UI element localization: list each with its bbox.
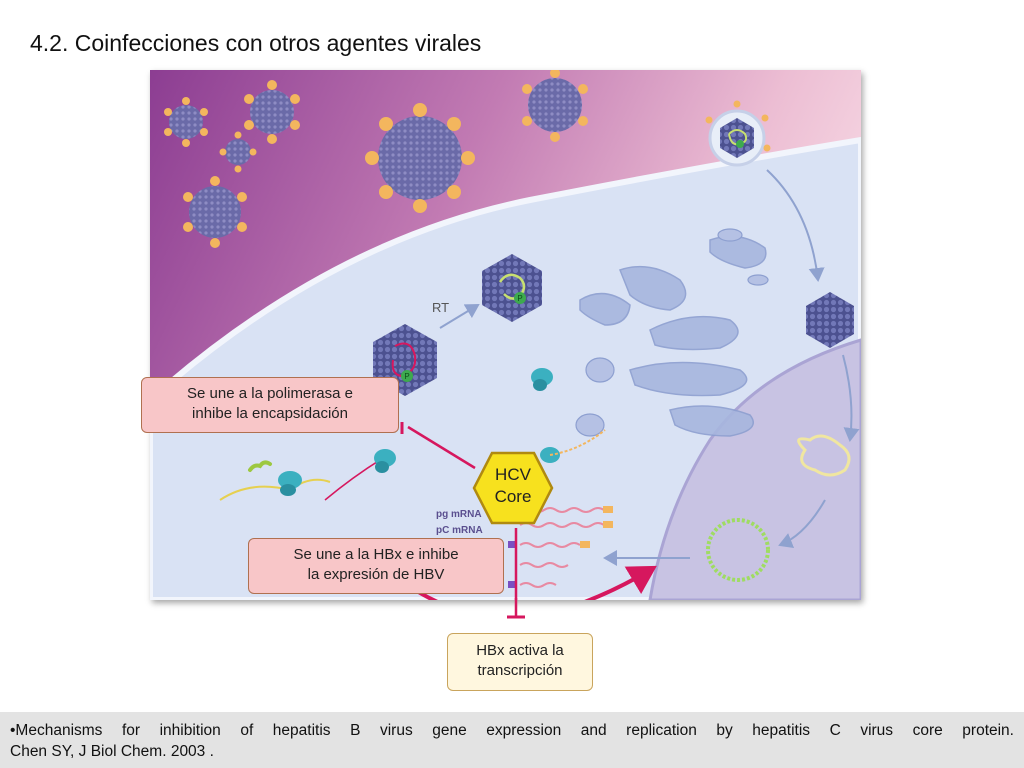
callout-transcription-line1: HBx activa la [476, 642, 564, 659]
mrna-transcripts [508, 506, 613, 588]
callout-transcription-line2: transcripción [477, 662, 563, 679]
hcv-core-label: HCV Core [472, 464, 554, 508]
citation-line2: Chen SY, J Biol Chem. 2003 . [10, 743, 214, 760]
pg-mrna-label: pg mRNA [436, 509, 482, 520]
polymerase-label-2: P [517, 294, 522, 303]
ribosomes [219, 368, 606, 501]
entering-virion [705, 100, 771, 167]
pc-mrna-label: pC mRNA [436, 525, 483, 536]
hcv-core-line2: Core [494, 487, 532, 506]
capsid-nuclear-entry [806, 292, 854, 348]
rt-arrow [439, 303, 480, 329]
vesicles [575, 228, 769, 437]
extracellular-virions [164, 70, 588, 248]
hbv-hcv-diagram: pg mRNA pC mRNA P RT [150, 70, 861, 600]
citation-footer: •Mechanisms for inhibition of hepatitis … [0, 712, 1024, 768]
nuclear-import-arrow [842, 354, 860, 442]
endoplasmic-reticulum [579, 235, 767, 437]
rcdna [797, 434, 851, 477]
repair-arrow [778, 499, 826, 548]
slide-title: 4.2. Coinfecciones con otros agentes vir… [30, 30, 482, 56]
hcv-core-line1: HCV [495, 465, 531, 484]
hcv-core-shape [472, 451, 554, 525]
cell-cytoplasm [150, 136, 861, 600]
citation-line1: •Mechanisms for inhibition of hepatitis … [10, 722, 1014, 739]
callout-hbx: Se une a la HBx e inhibe la expresión de… [248, 538, 504, 594]
hbx-activation-arrow [398, 565, 657, 600]
capsid-mature: P [482, 254, 542, 322]
callout-hbx-line2: la expresión de HBV [307, 566, 445, 583]
hcv-core-hexagon: HCV Core [472, 450, 554, 526]
callout-polymerase: Se une a la polimerasa e inhibe la encap… [141, 377, 399, 433]
callout-polymerase-line2: inhibe la encapsidación [192, 405, 348, 422]
polymerase-label-1: P [404, 372, 409, 381]
cccdna [706, 518, 770, 582]
callout-hbx-line1: Se une a la HBx e inhibe [293, 546, 459, 563]
rt-label: RT [432, 300, 449, 315]
inhibition-bar-hbx [507, 598, 525, 619]
inhibition-line-polymerase [407, 425, 476, 470]
callout-polymerase-line1: Se une a la polimerasa e [187, 385, 353, 402]
callout-transcription: HBx activa la transcripción [447, 633, 593, 691]
diagram-canvas: pg mRNA pC mRNA P RT [150, 70, 861, 600]
entry-arrow [766, 169, 825, 282]
